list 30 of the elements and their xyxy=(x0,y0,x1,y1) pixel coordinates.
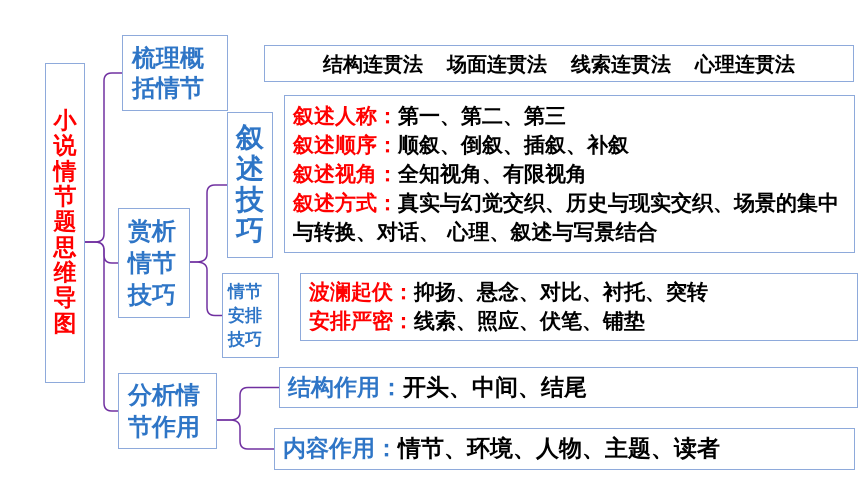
detail-box xyxy=(279,367,858,408)
detail-line: 波澜起伏：抑扬、悬念、对比、衬托、突转 xyxy=(309,279,708,306)
branch-topic-box xyxy=(118,373,217,449)
topic-label: 分析情节作用 xyxy=(128,380,201,443)
detail-line: 叙述顺序：顺叙、倒叙、插叙、补叙 xyxy=(293,132,630,158)
detail-line: 叙述视角：全知视角、有限视角 xyxy=(293,160,588,188)
detail-line: 叙述人称：第一、第二、第三 xyxy=(293,102,567,130)
method-label: 结构连贯法 xyxy=(323,50,423,78)
topic-label: 情节安排技巧 xyxy=(228,280,263,352)
method-label: 心理连贯法 xyxy=(695,50,795,78)
detail-box xyxy=(274,428,855,470)
root-topic-box xyxy=(45,63,85,383)
topic-label: 赏析情节技巧 xyxy=(128,216,177,311)
branch-topic-box xyxy=(122,35,228,111)
detail-line: 安排严密：线索、照应、伏笔、铺垫 xyxy=(309,308,646,335)
brace-connector xyxy=(217,419,274,450)
subtopic-box xyxy=(227,112,273,258)
method-list-box xyxy=(264,45,854,82)
method-label: 场面连贯法 xyxy=(447,50,547,78)
topic-label: 小说情节题思维导图 xyxy=(54,109,76,337)
detail-box xyxy=(300,273,858,341)
method-label: 线索连贯法 xyxy=(571,50,671,78)
subtopic-box xyxy=(222,273,279,358)
detail-box xyxy=(284,95,855,253)
detail-line: 叙述方式：真实与幻觉交织、历史与现实交织、场景的集中与转换、对话、 心理、叙述与写景结合 xyxy=(293,190,840,246)
detail-line: 结构作用：开头、中间、结尾 xyxy=(288,374,587,402)
detail-line: 内容作用：情节、环境、人物、主题、读者 xyxy=(283,435,720,464)
topic-label: 梳理概括情节 xyxy=(132,43,205,103)
topic-label: 叙述技巧 xyxy=(236,123,264,247)
branch-topic-box xyxy=(118,208,190,318)
